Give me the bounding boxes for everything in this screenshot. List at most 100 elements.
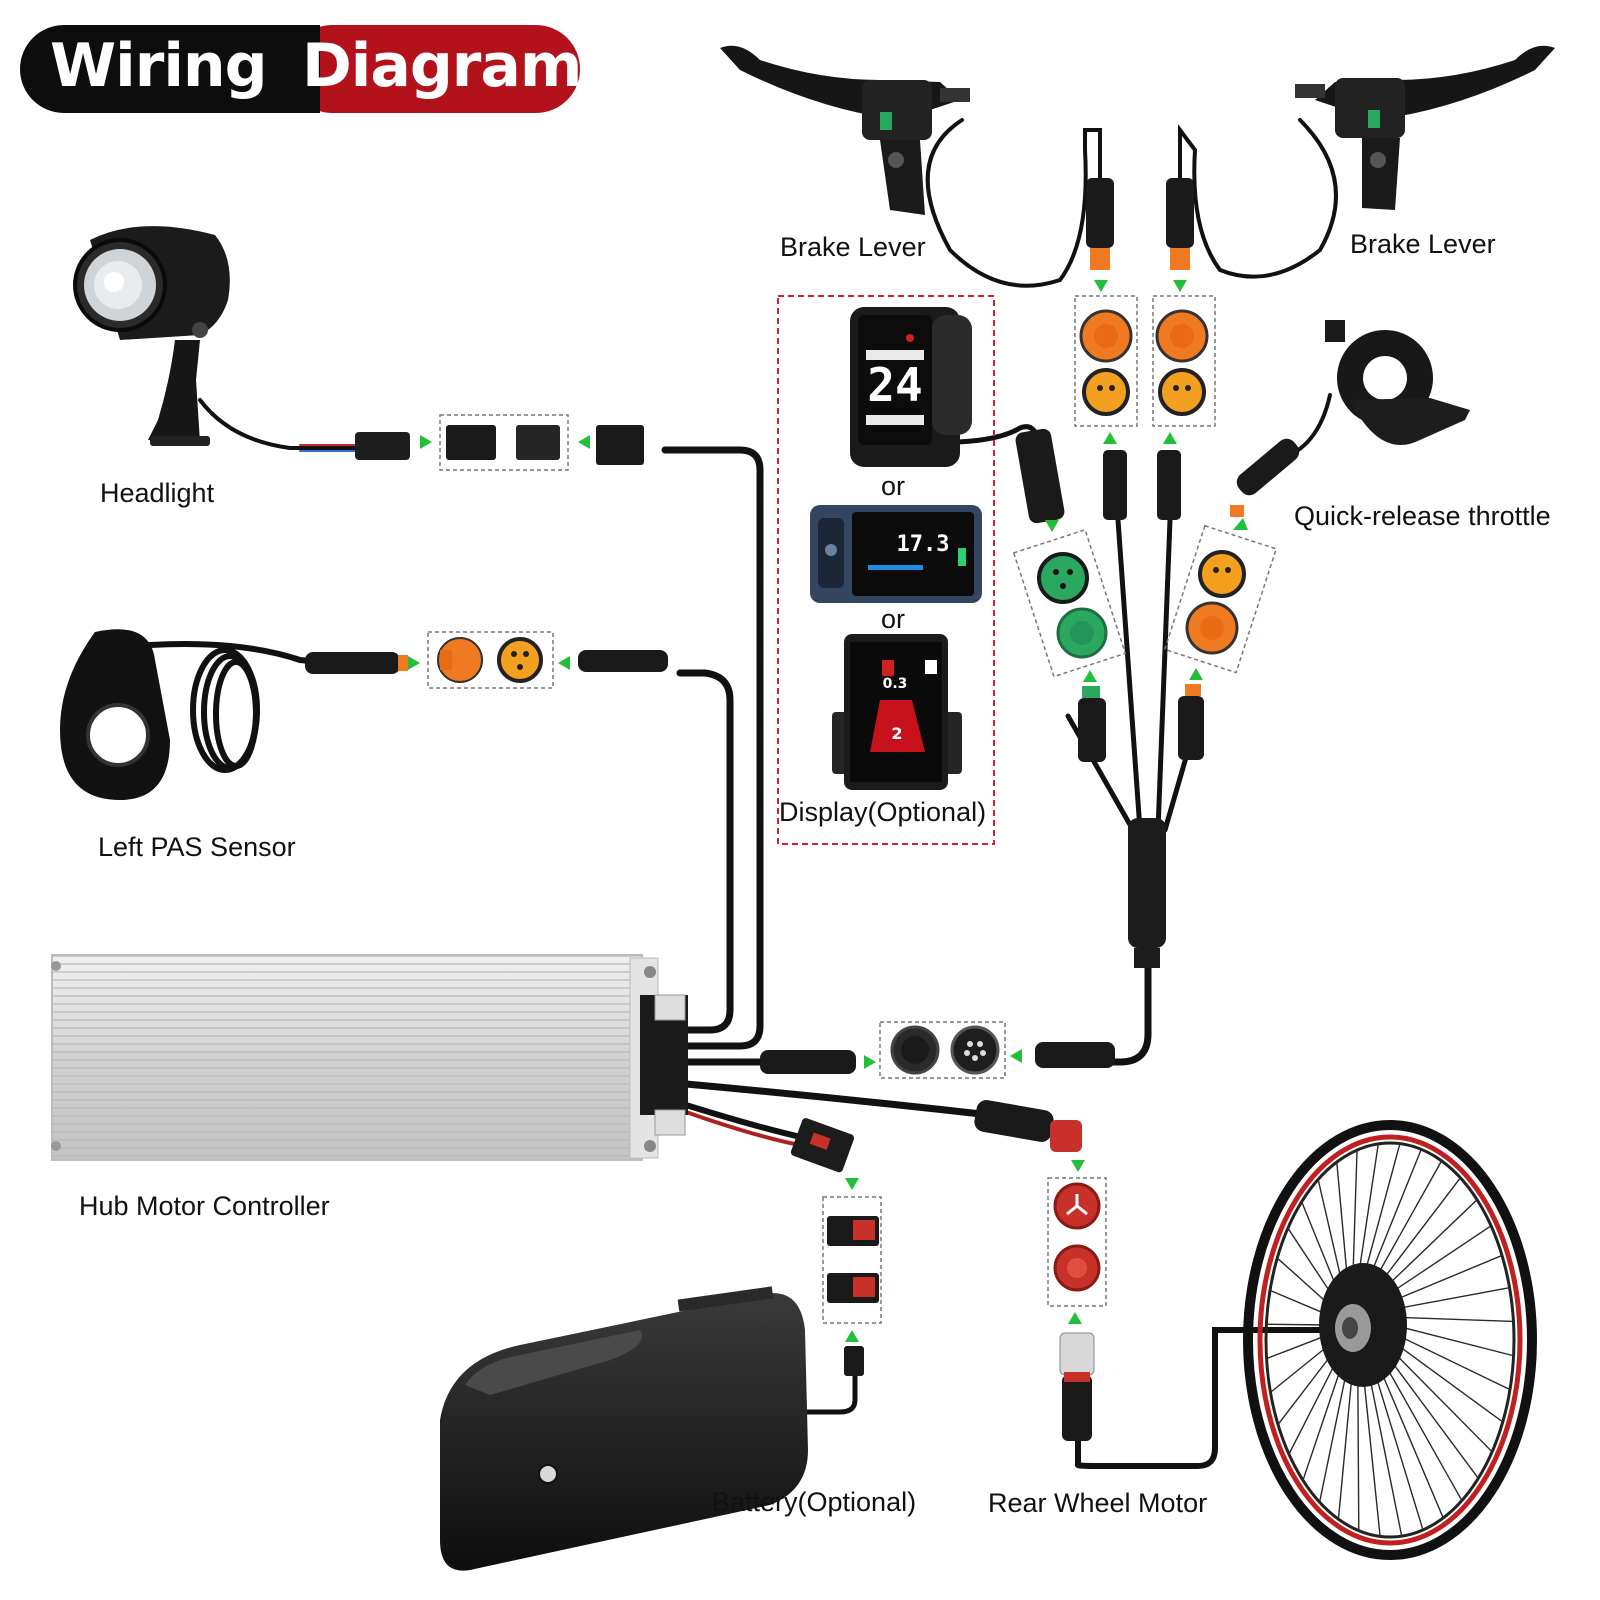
display-icon [832,634,962,790]
wheel-spoke [1377,1363,1444,1519]
arrow-icon [420,435,432,449]
arrow-icon [1189,668,1203,680]
arrow-icon [1045,520,1059,532]
headlight-icon [73,226,230,446]
wheel-spoke [1391,1286,1510,1311]
brake-cable-left [925,118,1102,288]
arrow-icon [845,1178,859,1190]
display3-value: 0.3 [882,676,908,692]
wheel-spoke [1302,1359,1345,1481]
arrow-icon [1094,280,1108,292]
wheel-spoke [1381,1359,1463,1501]
wheel-spoke [1362,1143,1401,1281]
or-label-1: or [881,471,906,501]
wheel-spoke [1385,1353,1479,1479]
ctrl-battery-cable [683,1102,808,1141]
battery-label: Battery(Optional) [712,1487,917,1517]
wheel-spoke [1372,1160,1443,1284]
wheel-spoke [1390,1339,1504,1423]
arrow-icon [1071,1160,1085,1172]
title-banner: Wiring Diagram [20,25,582,113]
arrow-icon [845,1330,859,1342]
brake-lever-left-label: Brake Lever [780,232,926,262]
throttle-icon [1230,320,1470,517]
arrow-icon [1163,432,1177,444]
wheel-spoke [1392,1316,1514,1323]
headlight-label: Headlight [100,478,215,508]
cables [147,118,1338,1469]
wheel-spoke [1367,1149,1422,1281]
title-part1: Wiring [50,31,268,101]
arrow-icon [408,656,420,670]
wheel-spoke [1288,1353,1341,1455]
headlight-connectors [355,414,644,471]
hub-branch-brake1 [1115,517,1143,833]
or-label-2: or [881,604,906,634]
controller-label: Hub Motor Controller [79,1191,330,1221]
ctrl-headlight-cable [661,446,764,1050]
wheel-spoke [1357,1143,1379,1281]
brake-lever-right-label: Brake Lever [1350,229,1496,259]
wheel-spoke [1388,1347,1493,1453]
wheel-spoke [1337,1367,1354,1520]
throttle-connectors [1163,518,1278,760]
wheel-spoke [1362,1369,1381,1537]
battery-cable [797,1347,858,1415]
ctrl-motor-cable [682,1080,994,1119]
hub-main-cable [1036,956,1152,1066]
arrow-icon [1068,1312,1082,1324]
title-black-pill [20,25,320,113]
arrow-icon [578,435,590,449]
wheel-spoke [1352,1150,1358,1283]
controller-icon [51,954,688,1161]
left-pas-label: Left PAS Sensor [98,832,296,862]
battery-connectors [790,1118,882,1376]
wheel-spoke [1385,1225,1492,1297]
motor-cable [1075,1327,1333,1469]
display-optional-box [777,295,995,845]
brake-connectors [1074,280,1216,520]
wheel-spoke [1388,1254,1503,1304]
display-label: Display(Optional) [779,797,987,827]
wheel-spoke [1317,1179,1345,1291]
wheel-spoke [1372,1367,1424,1531]
throttle-label: Quick-release throttle [1294,501,1551,531]
wheel-spoke [1318,1363,1349,1503]
motor-connectors [974,1100,1107,1441]
arrow-icon [864,1055,876,1069]
arrow-icon [1173,280,1187,292]
wheel-motor-icon [1243,1120,1537,1560]
hub-branch-brake2 [1155,517,1173,833]
display-connectors [1012,428,1127,762]
title-part2: Diagram [302,31,582,101]
wheel-spoke [1357,1369,1360,1531]
brake-lever-icon [1166,45,1555,270]
wheel-spoke [1392,1324,1514,1357]
headlight-cable [198,398,362,450]
arrow-icon [1083,670,1097,682]
pas-coil [147,641,323,665]
display-icon [810,505,982,603]
hub-splitter [1128,818,1166,968]
motor-label: Rear Wheel Motor [988,1488,1208,1518]
brake-lever-icon [720,45,1114,270]
ctrl-pas-cable [676,669,734,1034]
wheel-spoke [1336,1162,1349,1287]
arrow-icon [1010,1049,1022,1063]
arrow-icon [558,656,570,670]
wheel-spoke [1377,1177,1461,1287]
arrow-icon [1233,518,1248,530]
brake-cable-right [1178,118,1338,279]
wheel-spoke [1367,1369,1403,1537]
display3-gear: 2 [891,724,903,743]
wheel-spoke [1381,1199,1478,1292]
wheel-spoke [1392,1332,1511,1391]
display2-value: 17.3 [896,532,950,557]
display1-value: 24 [867,358,923,412]
battery-icon [440,1286,808,1571]
title-red-pill [288,25,580,113]
pas-sensor-icon [60,629,668,800]
arrow-icon [1103,432,1117,444]
display-icon [850,307,972,467]
